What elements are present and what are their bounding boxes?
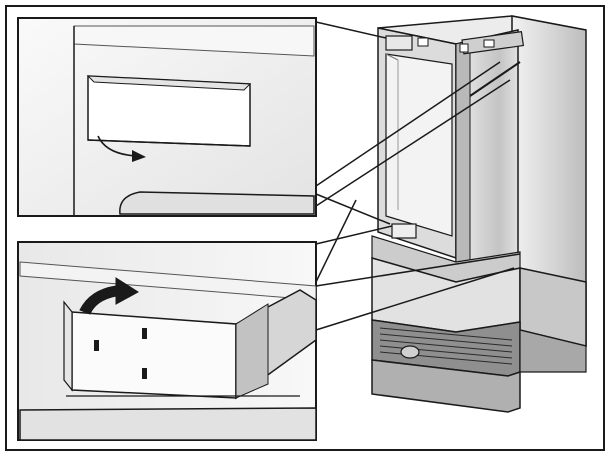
top-bracket	[385, 35, 413, 51]
callout-lines	[315, 21, 521, 331]
bracket-slots	[94, 328, 147, 379]
filled-curved-arrow-icon	[79, 277, 139, 315]
refrigerator	[371, 15, 587, 413]
top-control-3	[483, 39, 495, 48]
adjustable-foot	[400, 345, 420, 359]
top-control-1	[417, 37, 429, 47]
top-detail-panel	[17, 17, 317, 217]
plinth	[371, 359, 521, 413]
curved-arrow-icon	[97, 135, 146, 162]
bottom-detail-bracket	[71, 311, 237, 399]
bottom-detail-panel	[17, 241, 317, 441]
cabinet-interior	[385, 53, 453, 237]
door-gasket	[455, 39, 471, 281]
base-grille	[379, 327, 513, 365]
middle-bracket	[391, 223, 417, 239]
top-control-2	[459, 43, 469, 53]
